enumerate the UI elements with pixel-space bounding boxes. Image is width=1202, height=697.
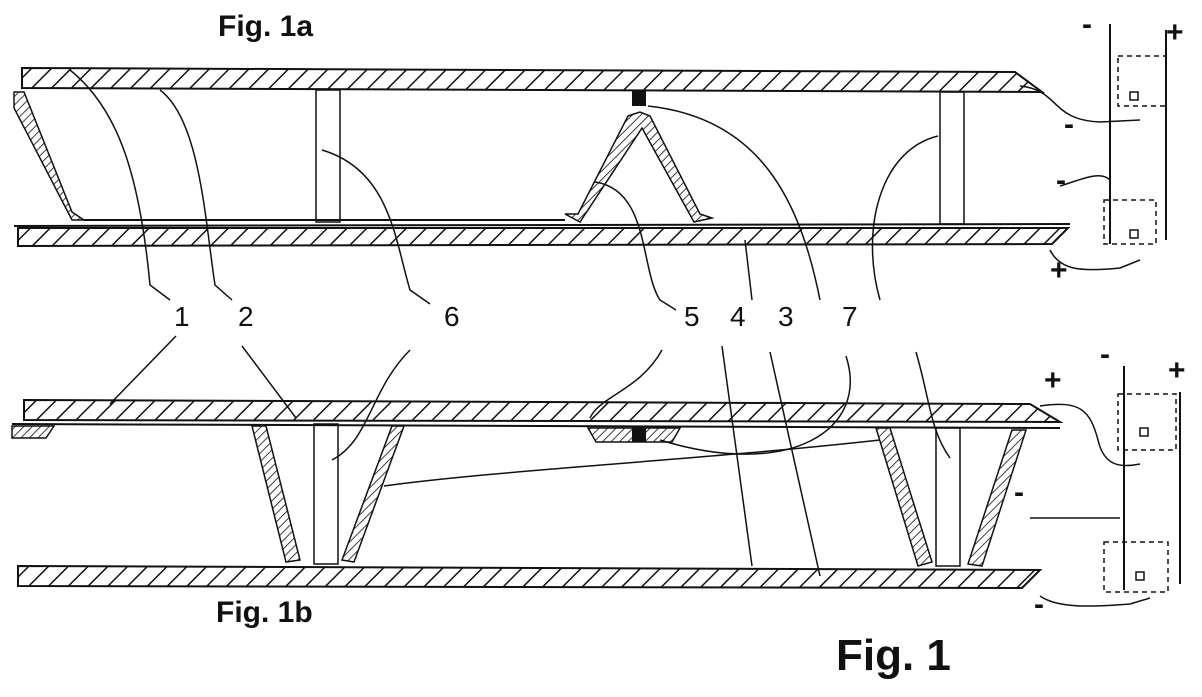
fig1a-membrane-line xyxy=(13,223,1071,227)
polarity-minus-1b-bottom: - xyxy=(1034,588,1044,621)
fig1b-cell-bottom xyxy=(1103,541,1169,593)
fig1b-cell-top xyxy=(1117,393,1177,451)
numeral-3: 3 xyxy=(778,301,794,332)
fig1a-switch-top xyxy=(1129,91,1139,101)
fig1b-switch-bottom xyxy=(1135,571,1145,581)
fig1b-leader-7b xyxy=(915,351,951,459)
fig1b-spacer-right xyxy=(935,427,961,567)
fig1b-lower-plate xyxy=(17,564,1043,590)
fig1b-wire-top xyxy=(1039,403,1141,467)
fig1a-contact-block xyxy=(632,90,646,106)
fig1a-leader-5 xyxy=(594,181,677,311)
fig1b-leader-7 xyxy=(659,355,851,455)
polarity-plus-1a-bottom: + xyxy=(1050,254,1068,287)
fig1a-switch-bottom xyxy=(1129,229,1139,239)
polarity-minus-1a-mid: - xyxy=(1064,108,1074,141)
fig1a-cell-bottom xyxy=(1103,199,1157,245)
fig1a-leader-7 xyxy=(871,135,939,301)
fig1a-leader-1 xyxy=(69,69,171,301)
numeral-2: 2 xyxy=(238,301,254,332)
fig1b-leader-6 xyxy=(331,349,411,461)
fig1a-cell-top xyxy=(1117,55,1167,107)
fig1a-leader-3 xyxy=(647,105,821,301)
fig1a-spacer-left xyxy=(315,89,341,223)
fig1a-leader-2 xyxy=(159,89,233,301)
polarity-minus-1a-top: - xyxy=(1082,8,1092,41)
fig-1-title: Fig. 1 xyxy=(836,631,951,680)
fig1b-switch-top xyxy=(1139,427,1149,437)
polarity-minus-1b-top: - xyxy=(1100,338,1110,371)
fig1b-wire-bottom xyxy=(1039,595,1151,607)
fig1a-wire-bottom xyxy=(1049,249,1141,271)
fig-1b xyxy=(11,335,1181,607)
fig1b-leader-web xyxy=(383,439,881,487)
numeral-6: 6 xyxy=(444,301,460,332)
fig1a-leader-6 xyxy=(321,149,431,305)
polarity-plus-1b-top: + xyxy=(1168,354,1186,387)
fig1a-left-web xyxy=(13,91,87,221)
fig-1b-title: Fig. 1b xyxy=(216,596,313,629)
polarity-minus-1b-mid: - xyxy=(1014,476,1024,509)
fig1b-leader-1 xyxy=(109,335,177,405)
fig1b-contact-block xyxy=(632,426,646,442)
fig1b-spacer-left xyxy=(313,423,339,565)
numeral-5: 5 xyxy=(684,301,700,332)
fig1b-membrane-line xyxy=(11,423,1061,429)
fig1a-wire-mid xyxy=(1059,175,1111,187)
polarity-plus-1b-left: + xyxy=(1044,364,1062,397)
fig1b-leader-2 xyxy=(241,345,297,419)
fig1a-leader-4 xyxy=(744,239,753,301)
fig1a-spacer-right xyxy=(939,91,965,225)
fig1a-wire-top xyxy=(1019,85,1141,123)
fig1b-right-trap xyxy=(874,427,933,567)
numeral-1: 1 xyxy=(174,301,190,332)
fig1b-left-trap-right xyxy=(340,425,406,563)
fig1a-center-web xyxy=(564,111,715,223)
numeral-4: 4 xyxy=(730,301,746,332)
fig1b-left-edge xyxy=(11,425,56,439)
fig1b-left-trap xyxy=(251,425,301,563)
polarity-plus-1a-top: + xyxy=(1166,16,1184,49)
fig1b-leader-3 xyxy=(769,351,821,577)
fig1b-leader-5 xyxy=(589,349,663,419)
fig1b-leader-4 xyxy=(721,345,753,567)
fig1a-lower-plate xyxy=(17,227,1071,248)
fig-1a-title: Fig. 1a xyxy=(218,10,313,43)
fig-1a xyxy=(13,24,1167,311)
fig1b-upper-plate xyxy=(23,398,1064,424)
fig1b-right-trap-right xyxy=(967,429,1028,567)
numeral-7: 7 xyxy=(842,301,858,332)
polarity-minus-1a-low: - xyxy=(1056,164,1066,197)
fig1a-upper-plate xyxy=(21,66,1046,94)
